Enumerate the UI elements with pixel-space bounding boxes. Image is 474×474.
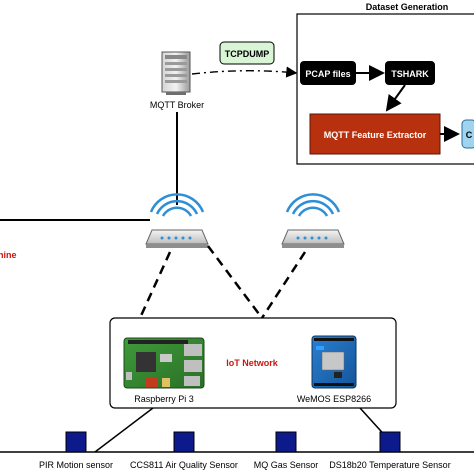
raspberry-pi-label: Raspberry Pi 3 xyxy=(134,394,194,404)
sensor-pir-icon xyxy=(65,431,87,453)
sensor-ds18b20-label: DS18b20 Temperature Sensor xyxy=(329,460,450,470)
capture-dashdot-link xyxy=(191,66,298,78)
dataset-generation-title: Dataset Generation xyxy=(366,2,449,12)
wemos-label: WeMOS ESP8266 xyxy=(297,394,371,404)
sensor-mq-gas-icon xyxy=(275,431,297,453)
csv-output-label: C xyxy=(466,130,473,140)
machine-label-cut: hine xyxy=(0,250,17,260)
sensor-mq-gas-label: MQ Gas Sensor xyxy=(254,460,319,470)
pcap-files-label: PCAP files xyxy=(305,69,350,79)
router-left-rpi-link xyxy=(138,251,172,319)
csv-output-box xyxy=(461,119,474,149)
router-left-iot-link xyxy=(207,245,263,319)
tcpdump-box xyxy=(219,41,275,65)
wifi-router-left-icon xyxy=(145,193,209,248)
tshark-to-extractor-arrow xyxy=(385,84,406,112)
sensor-ccs811-icon xyxy=(173,431,195,453)
mqtt-broker-label: MQTT Broker xyxy=(150,100,204,110)
dataset-generation-panel: Dataset Generation PCAP files TSHARK MQT… xyxy=(296,2,474,165)
wifi-router-right-icon xyxy=(281,193,345,248)
tcpdump-label: TCPDUMP xyxy=(225,49,270,59)
sensor-ds18b20-icon xyxy=(379,431,401,453)
feature-extractor-box xyxy=(309,113,441,155)
feature-extractor-label: MQTT Feature Extractor xyxy=(324,130,427,140)
tshark-box xyxy=(385,61,435,85)
sensor-pir-label: PIR Motion sensor xyxy=(39,460,113,470)
wemos-board-icon xyxy=(311,335,357,389)
tshark-label: TSHARK xyxy=(391,69,429,79)
bus-link-left xyxy=(94,407,154,453)
sensor-ccs811-label: CCS811 Air Quality Sensor xyxy=(130,460,238,470)
mqtt-broker-server-icon xyxy=(161,51,191,95)
iot-network-title: IoT Network xyxy=(226,358,278,368)
pcap-files-box xyxy=(300,61,356,85)
router-right-iot-link xyxy=(260,251,307,319)
raspberry-pi-board-icon xyxy=(123,337,205,389)
